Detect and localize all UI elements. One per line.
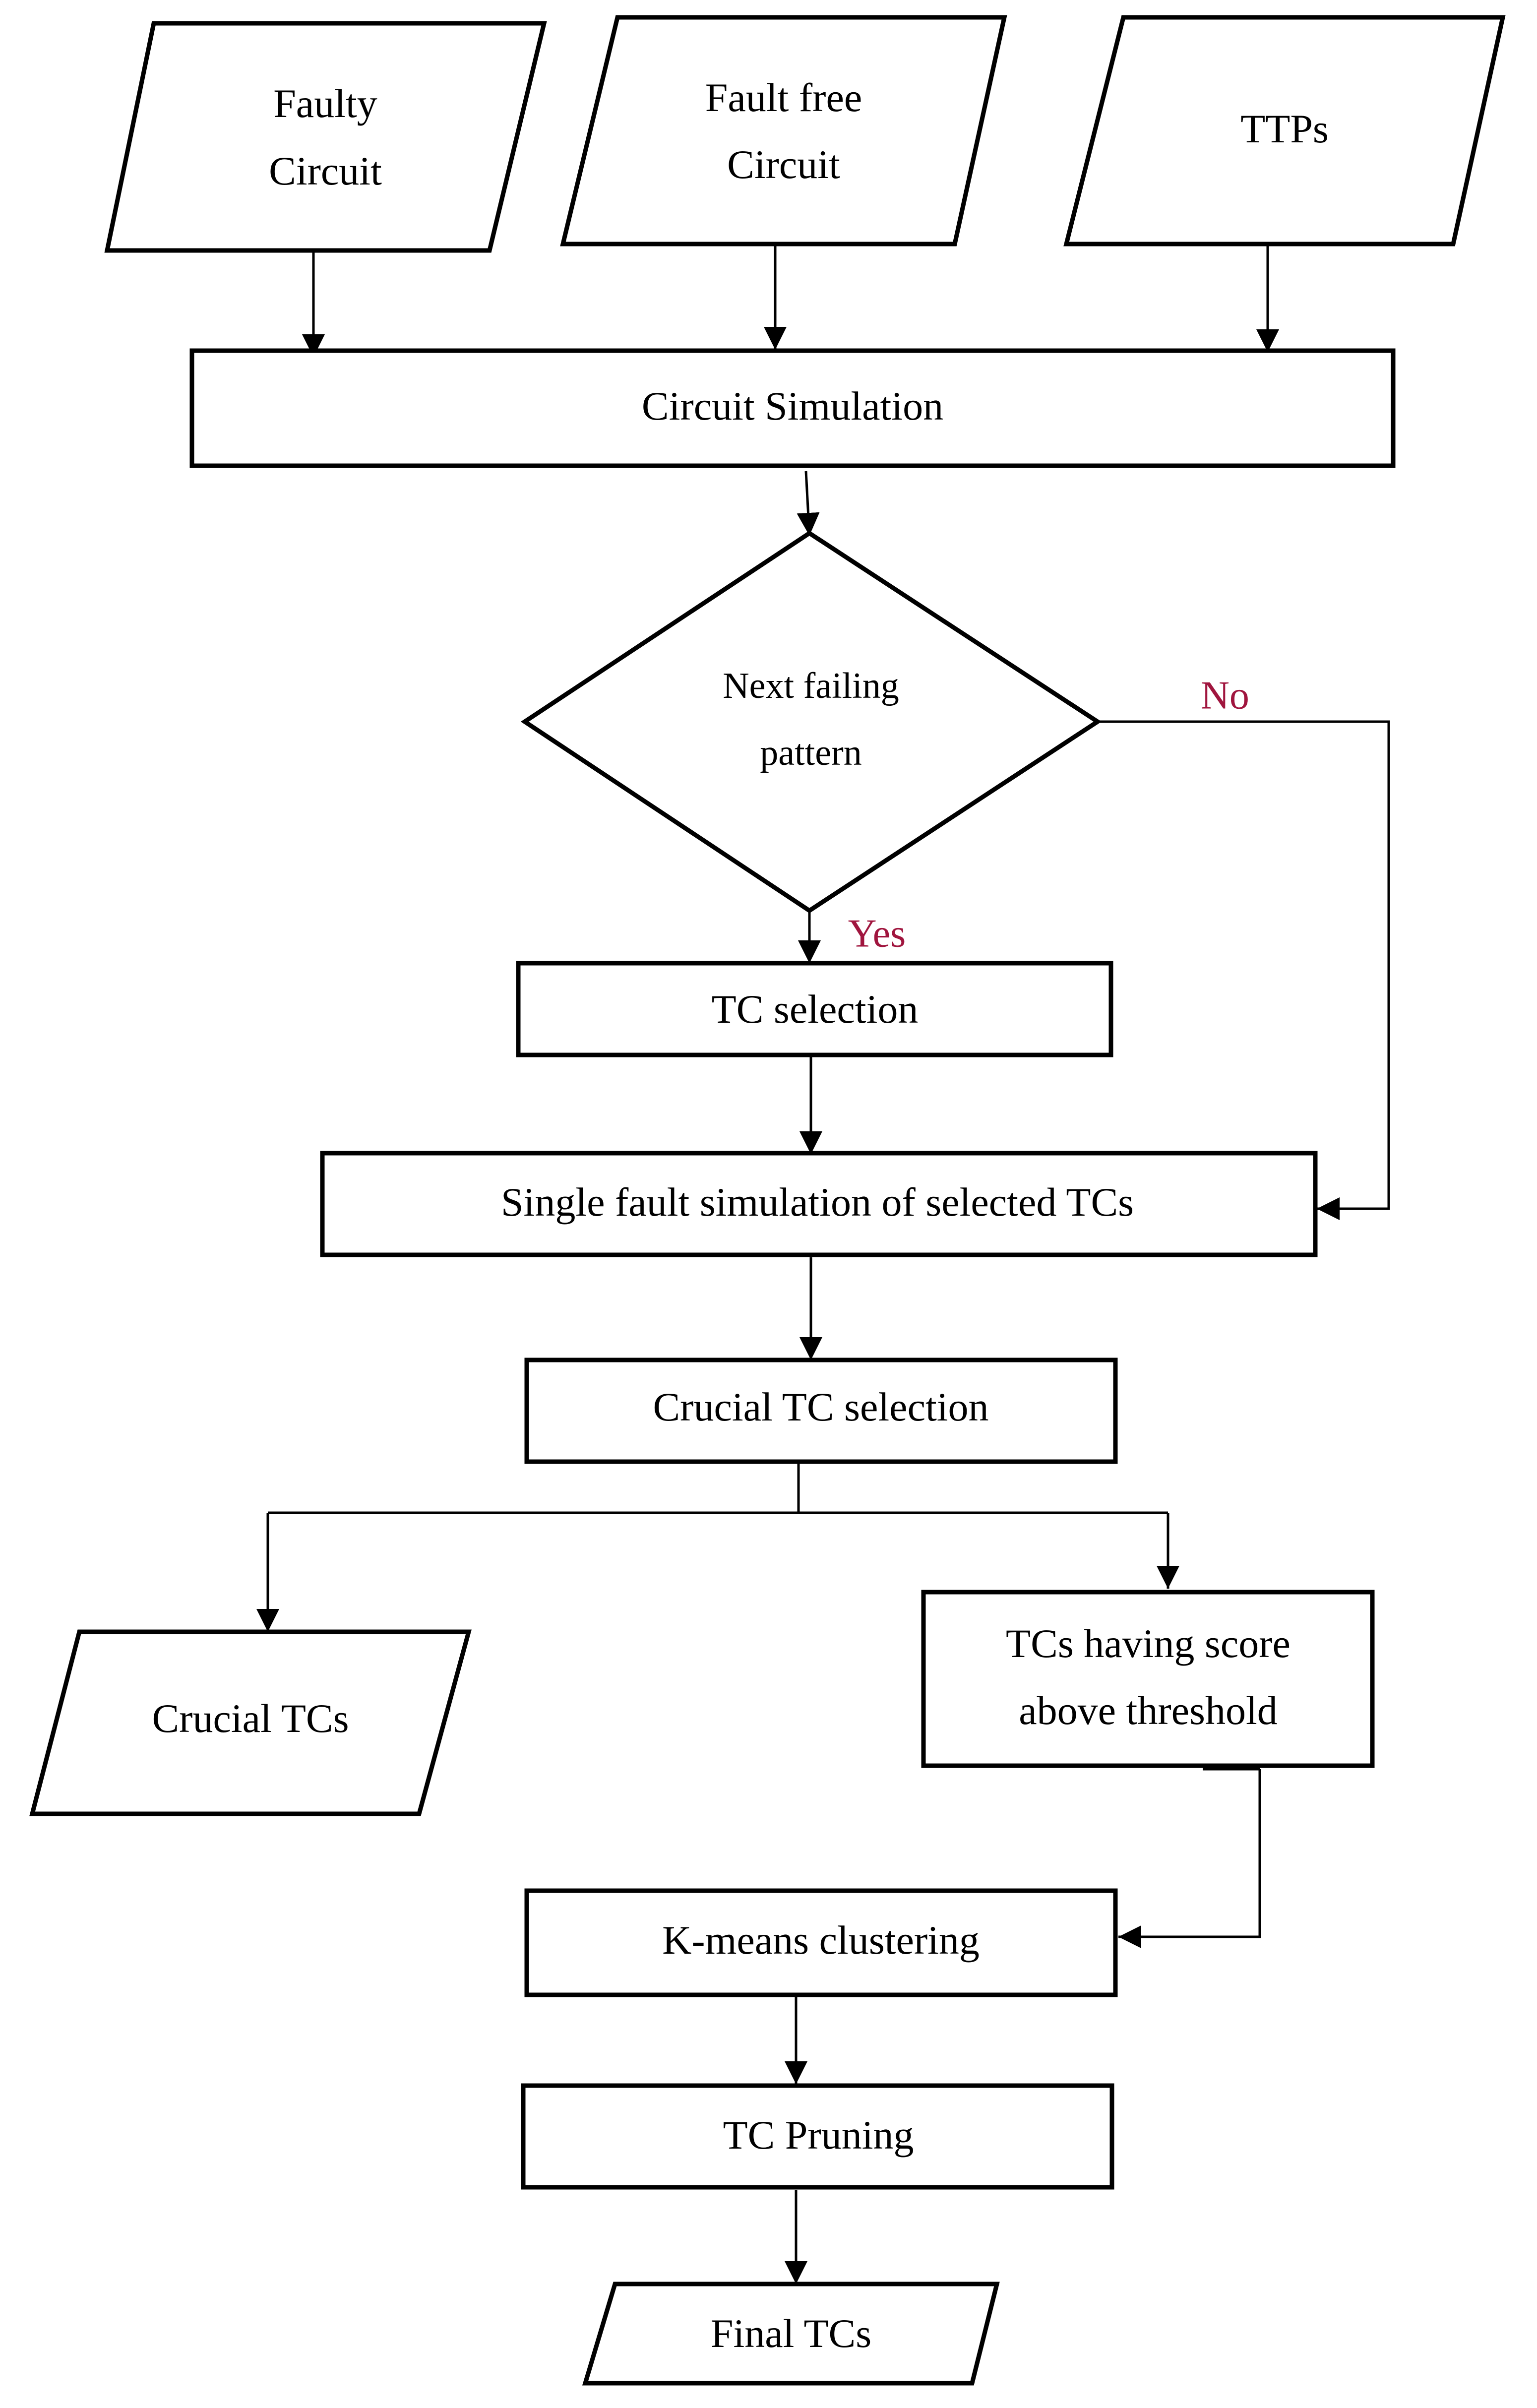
output-parallelogram [582, 2282, 1000, 2386]
arrow-decision-no-to-single-fault [1099, 720, 1390, 1220]
node-kmeans-clustering: K-means clustering [524, 1888, 1118, 1997]
final-tcs-label: Final TCs [711, 2311, 871, 2356]
node-single-fault-simulation: Single fault simulation of selected TCs [320, 1151, 1318, 1257]
arrow-simulation-to-decision [797, 471, 820, 536]
no-branch-label: No [1201, 674, 1249, 717]
input-parallelogram [1063, 15, 1506, 247]
threshold-label-line1: TCs having score [1006, 1621, 1291, 1666]
crucial-tcs-label: Crucial TCs [152, 1696, 349, 1741]
tc-selection-label: TC selection [712, 987, 919, 1032]
node-crucial-tcs: Crucial TCs [29, 1629, 472, 1816]
threshold-label-line2: above threshold [1019, 1688, 1277, 1733]
node-next-failing-pattern: Next failing pattern [520, 530, 1102, 914]
node-crucial-tc-selection: Crucial TC selection [524, 1358, 1118, 1464]
fault-free-label-line1: Fault free [705, 75, 862, 120]
node-faulty-circuit: Faulty Circuit [104, 21, 547, 253]
process-box [921, 1590, 1375, 1768]
faulty-circuit-label-line2: Circuit [269, 148, 382, 193]
faulty-circuit-label-line1: Faulty [273, 81, 377, 126]
node-tc-pruning: TC Pruning [521, 2083, 1114, 2190]
process-box [189, 348, 1396, 468]
decision-diamond [520, 530, 1102, 914]
node-final-tcs: Final TCs [582, 2282, 1000, 2386]
node-tcs-above-threshold: TCs having score above threshold [921, 1590, 1375, 1768]
circuit-simulation-label: Circuit Simulation [642, 383, 943, 429]
node-fault-free-circuit: Fault free Circuit [560, 15, 1007, 247]
single-fault-label: Single fault simulation of selected TCs [501, 1179, 1134, 1225]
output-parallelogram [29, 1629, 472, 1816]
crucial-tc-selection-label: Crucial TC selection [653, 1384, 988, 1429]
node-ttps: TTPs [1063, 15, 1506, 247]
decision-label-line2: pattern [760, 733, 861, 773]
input-parallelogram [560, 15, 1007, 247]
process-box [320, 1151, 1318, 1257]
process-box [524, 1888, 1118, 1997]
fault-free-label-line2: Circuit [727, 142, 840, 187]
node-tc-selection: TC selection [516, 961, 1113, 1057]
arrow-threshold-to-kmeans [1118, 1769, 1261, 1948]
process-box [524, 1358, 1118, 1464]
connectors [256, 244, 1390, 2284]
input-parallelogram [104, 21, 547, 253]
kmeans-label: K-means clustering [662, 1917, 980, 1963]
process-box [521, 2083, 1114, 2190]
tc-pruning-label: TC Pruning [723, 2112, 914, 2158]
decision-label-line1: Next failing [723, 666, 899, 706]
yes-branch-label: Yes [848, 912, 906, 955]
ttps-label: TTPs [1240, 106, 1329, 151]
process-box [516, 961, 1113, 1057]
node-circuit-simulation: Circuit Simulation [189, 348, 1396, 468]
